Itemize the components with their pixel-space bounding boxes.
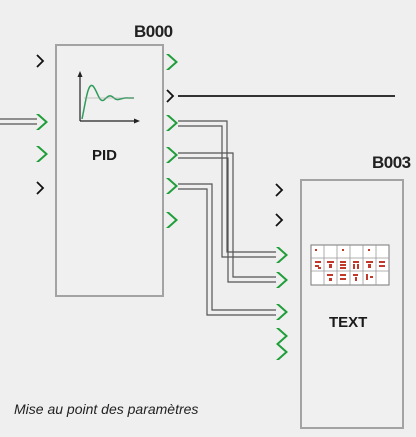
b000-input-pin-1[interactable] (36, 54, 45, 68)
b000-input-pin-4[interactable] (36, 181, 45, 195)
b000-input-pin-2[interactable] (36, 114, 48, 130)
block-b003-label: TEXT (329, 314, 368, 331)
b000-output-pin-5[interactable] (166, 178, 178, 194)
text-display-icon (310, 244, 390, 286)
b003-input-pin-4[interactable] (276, 272, 288, 288)
block-b000-label: PID (92, 147, 118, 164)
b000-output-pin-6[interactable] (166, 212, 178, 228)
block-b003-title: B003 (372, 153, 411, 172)
b000-output-pin-1[interactable] (166, 54, 178, 70)
wire-input-b000 (0, 118, 37, 125)
b003-input-pin-3[interactable] (276, 247, 288, 263)
wire-b000-out4-to-b003-in4 (178, 152, 276, 283)
b000-output-pin-4[interactable] (166, 147, 178, 163)
b000-output-pin-2[interactable] (166, 89, 175, 103)
block-b000[interactable] (55, 44, 164, 297)
b000-output-pin-3[interactable] (166, 115, 178, 131)
wire-b000-out3-to-b003-in3 (178, 120, 276, 258)
b000-outputs (166, 54, 178, 228)
b003-inputs (275, 183, 288, 360)
b003-input-pin-6[interactable] (276, 328, 288, 344)
b000-inputs (36, 54, 48, 195)
block-b003[interactable] (300, 179, 404, 429)
b003-input-pin-1[interactable] (275, 183, 284, 197)
b000-input-pin-3[interactable] (36, 146, 48, 162)
block-b000-title: B000 (134, 22, 173, 41)
caption: Mise au point des paramètres (14, 401, 199, 417)
b003-input-pin-7[interactable] (276, 344, 288, 360)
wire-b000-out5-to-b003-in5 (178, 183, 276, 316)
pid-response-curve-icon (77, 71, 140, 124)
b003-input-pin-2[interactable] (275, 213, 284, 227)
b003-input-pin-5[interactable] (276, 304, 288, 320)
